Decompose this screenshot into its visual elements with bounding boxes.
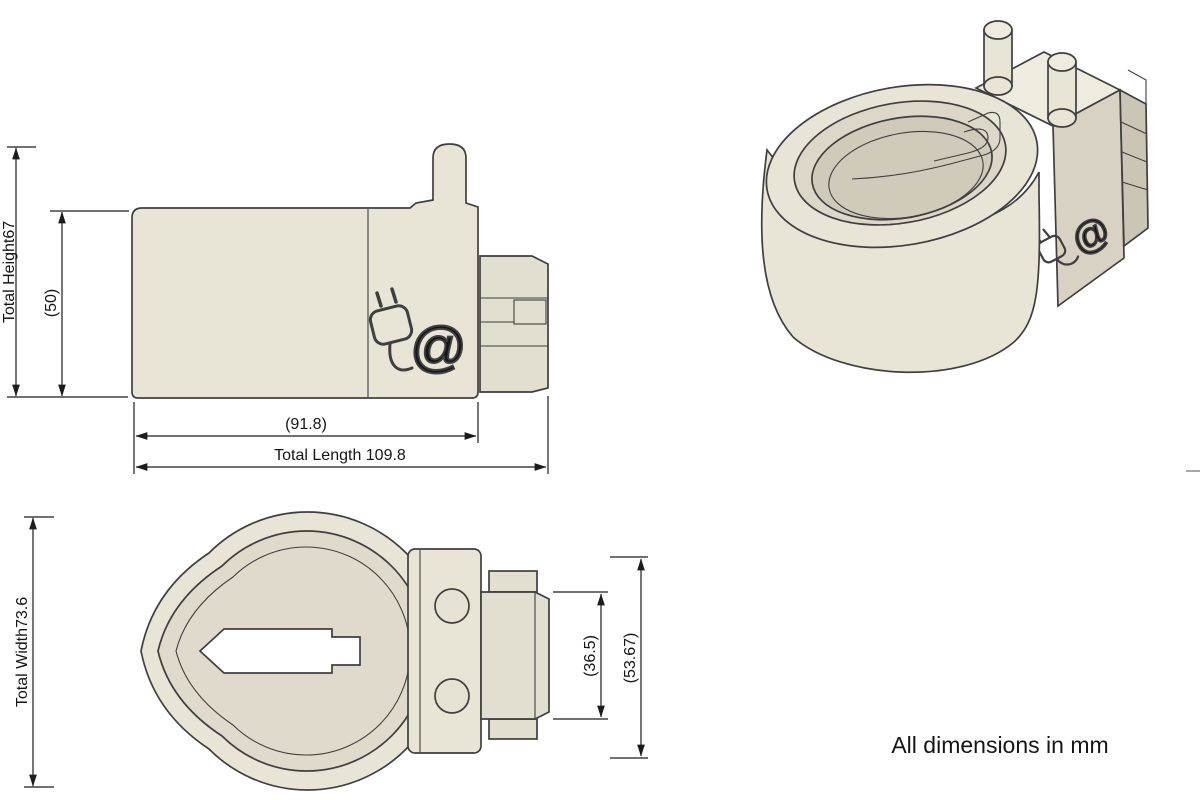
iso-view: @ [760,20,1200,472]
top-bracket [407,548,482,754]
top-view-part [140,511,550,791]
iso-bracket-right-face [1052,88,1125,308]
side-view-part: @ [131,143,549,399]
top-view-dimensions: Total Width73.6 (36.5) (53.67) [14,516,648,788]
top-key-slot [198,628,361,674]
plug-prong-icon [375,291,383,308]
plug-prong-icon [390,287,398,304]
iso-connector-steps [1120,69,1149,191]
dim-total-height-label: Total Height67 [1,221,18,323]
iso-cup-floor [828,130,984,220]
dim-length91-label: (91.8) [285,416,327,433]
dim-height50-label: (50) [43,289,60,317]
top-pin [434,678,470,714]
top-pin [434,588,470,624]
plug-prong-icon [1042,228,1051,239]
dim-width36-label: (36.5) [582,635,599,677]
iso-pin-top [1047,52,1077,72]
side-view: @ Total Height67 (50) (91.8) Total Lengt… [1,143,549,474]
top-connector-tab [488,570,538,593]
iso-connector-stack [1119,88,1149,248]
dim-total-length-label: Total Length 109.8 [274,447,406,464]
at-glyph: @ [410,315,467,378]
side-connector-window [513,299,547,325]
plug-cord-icon [388,342,414,372]
iso-pin [1047,52,1077,128]
side-body-outline [131,143,479,399]
dim-width53-label: (53.67) [622,633,639,684]
side-connector-details [480,297,548,347]
top-view: Total Width73.6 (36.5) (53.67) [14,511,648,791]
iso-pin-top [983,20,1013,40]
iso-pin [983,20,1013,96]
side-view-dimensions: Total Height67 (50) (91.8) Total Length … [1,146,549,474]
iso-cup [760,83,1041,373]
plug-cord-icon [1055,255,1080,266]
units-note: All dimensions in mm [891,732,1108,758]
plug-body-icon [368,304,414,346]
iso-cup-keyway [851,111,1001,180]
dim-total-width-label: Total Width73.6 [14,597,31,707]
top-connector-tab [488,718,538,740]
top-connector [480,591,550,720]
plug-at-logo-icon: @ [368,287,468,379]
